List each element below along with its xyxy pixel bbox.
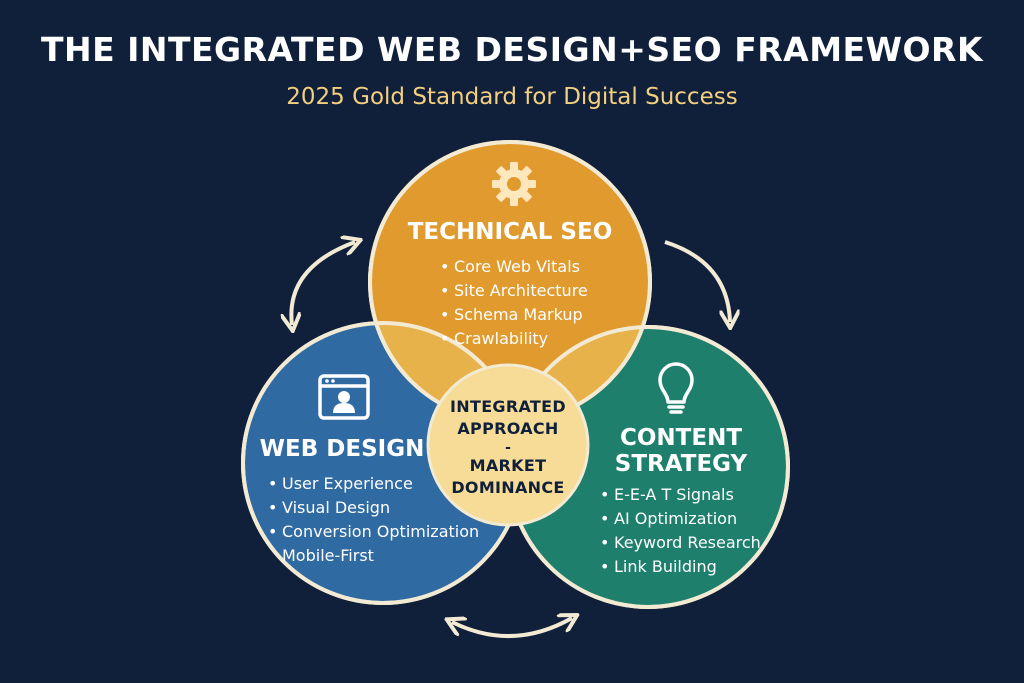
list-item: Mobile-First — [282, 546, 374, 565]
technical-seo-list: •Core Web Vitals •Site Architecture •Sch… — [440, 255, 588, 351]
content-strategy-list: •E-E-A T Signals •AI Optimization •Keywo… — [600, 483, 761, 579]
list-item: •Conversion Optimization — [268, 522, 480, 541]
center-label-bottom: MARKET DOMINANCE — [451, 456, 565, 497]
center-separator: - — [505, 440, 511, 456]
list-item: •Crawlability — [440, 329, 549, 348]
center-circle — [426, 363, 590, 527]
list-item: •Link Building — [600, 557, 717, 576]
arrow-right-cycle — [664, 240, 730, 322]
center-label-top: INTEGRATED APPROACH — [450, 397, 566, 438]
list-item: •Keyword Research — [600, 533, 761, 552]
list-item: •E-E-A T Signals — [600, 485, 734, 504]
list-item: •Core Web Vitals — [440, 257, 580, 276]
browser-user-icon — [318, 374, 370, 420]
list-item: •Site Architecture — [440, 281, 588, 300]
content-strategy-title: CONTENT STRATEGY — [614, 425, 748, 477]
arrow-left-cycle — [291, 242, 355, 325]
technical-seo-title: TECHNICAL SEO — [407, 219, 613, 245]
web-design-list: •User Experience •Visual Design •Convers… — [268, 472, 479, 568]
page-title: THE INTEGRATED WEB DESIGN+SEO FRAMEWORK — [40, 30, 984, 69]
list-item: •Schema Markup — [440, 305, 583, 324]
arrow-bottom-cycle — [452, 618, 572, 638]
web-design-title: WEB DESIGN — [259, 436, 425, 462]
list-item: •AI Optimization — [600, 509, 738, 528]
list-item: •User Experience — [268, 474, 413, 493]
gear-icon — [492, 162, 536, 206]
page-subtitle: 2025 Gold Standard for Digital Success — [286, 84, 738, 110]
list-item: •Visual Design — [268, 498, 391, 517]
lightbulb-icon — [658, 362, 694, 414]
